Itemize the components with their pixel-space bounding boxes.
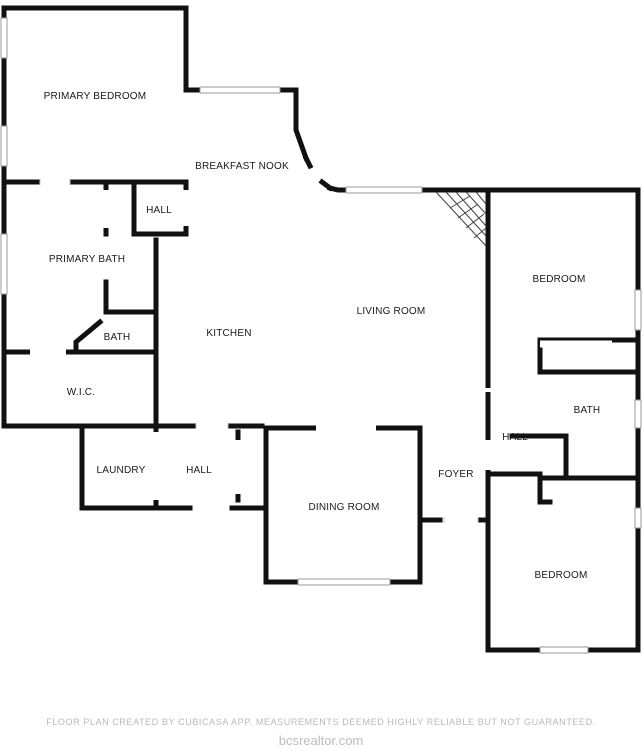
walls: [1, 5, 641, 653]
label-bedroom-upper: BEDROOM: [532, 274, 585, 285]
label-kitchen: KITCHEN: [206, 328, 251, 339]
label-wic: W.I.C.: [67, 387, 95, 398]
label-primary-bedroom: PRIMARY BEDROOM: [44, 91, 147, 102]
disclaimer-text: FLOOR PLAN CREATED BY CUBICASA APP. MEAS…: [46, 717, 596, 727]
label-breakfast-nook: BREAKFAST NOOK: [195, 161, 289, 172]
label-hall-right: HALL: [502, 432, 528, 443]
label-bath-small: BATH: [104, 332, 131, 343]
door-openings: [30, 178, 612, 524]
label-bedroom-lower: BEDROOM: [534, 570, 587, 581]
room-labels: PRIMARY BEDROOM BREAKFAST NOOK HALL PRIM…: [44, 91, 601, 581]
label-hall-lower: HALL: [186, 465, 212, 476]
label-living-room: LIVING ROOM: [357, 306, 426, 317]
label-bath-right: BATH: [574, 405, 601, 416]
label-dining-room: DINING ROOM: [308, 502, 379, 513]
label-foyer: FOYER: [438, 469, 473, 480]
stairs: [435, 191, 487, 247]
label-primary-bath: PRIMARY BATH: [49, 254, 125, 265]
brand-watermark: bcsrealtor.com: [278, 733, 364, 748]
windows: [0, 17, 642, 654]
label-hall-primary: HALL: [146, 205, 172, 216]
label-laundry: LAUNDRY: [96, 465, 145, 476]
